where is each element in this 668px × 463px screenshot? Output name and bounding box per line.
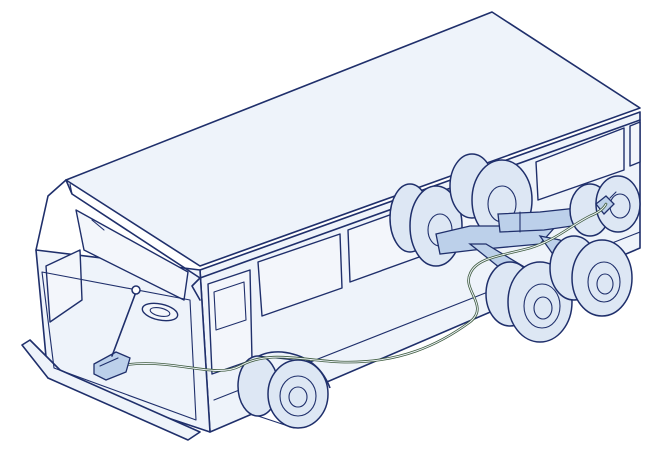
windshield [45,209,189,323]
front-tire [267,359,329,429]
control-cable [116,202,608,372]
front-wheel [237,351,331,429]
rear-axles [389,153,641,343]
side-window-1 [257,233,343,317]
side-window-4 [535,127,625,201]
joystick-icon [93,285,141,381]
headlight [141,302,179,322]
side-window-5 [629,121,641,167]
bus-door [207,269,253,375]
joystick-base [93,351,131,381]
rear-tire-lower-2 [571,239,633,317]
joystick-lever [111,291,137,357]
joystick-knob [131,285,141,295]
